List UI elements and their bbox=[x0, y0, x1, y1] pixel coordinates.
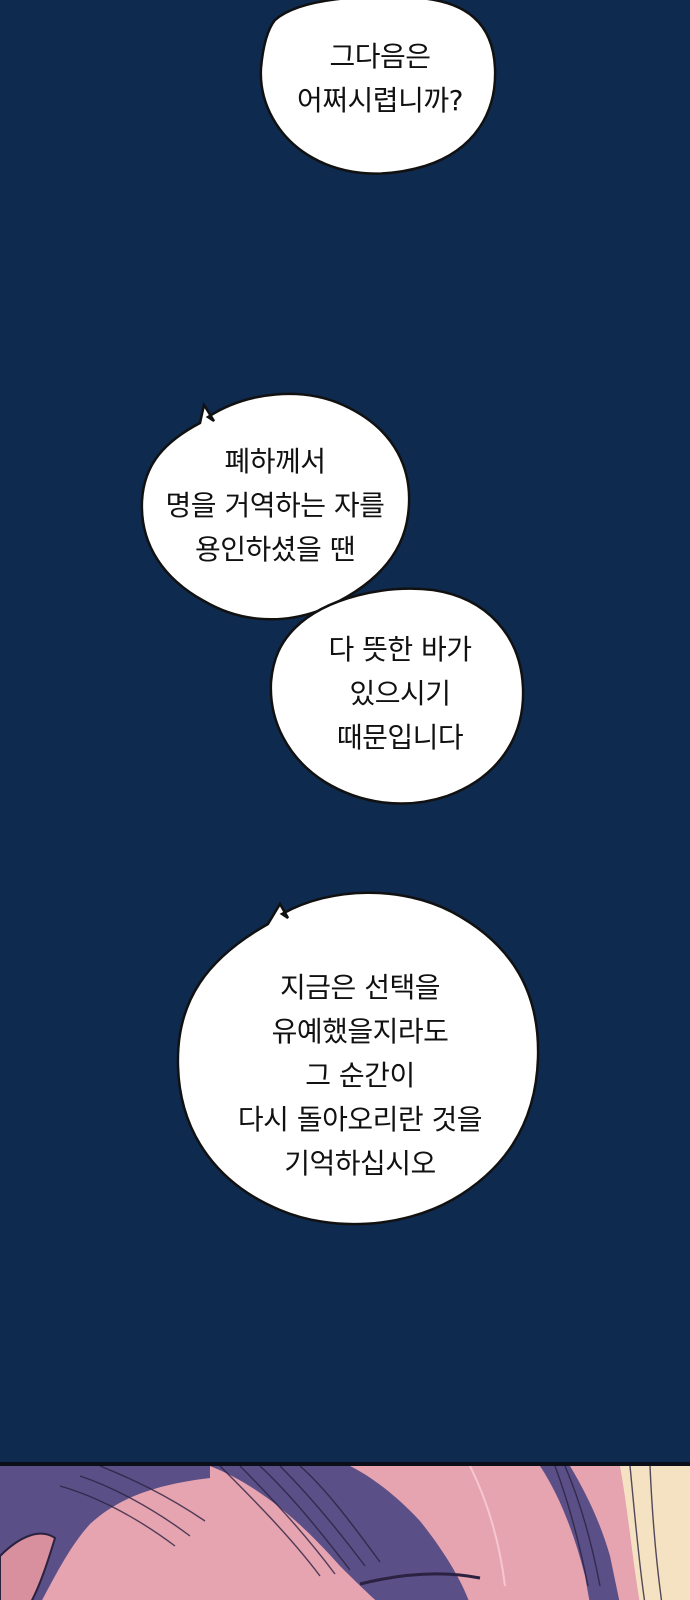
speech-text-4: 지금은 선택을 유예했을지라도 그 순간이 다시 돌아오리란 것을 기억하십시오 bbox=[200, 966, 520, 1186]
speech-line: 어쩌시렵니까? bbox=[297, 84, 463, 117]
speech-text-2: 폐하께서 명을 거역하는 자를 용인하셨을 땐 bbox=[150, 440, 400, 572]
speech-bubble-4 bbox=[176, 891, 540, 1226]
speech-line: 그 순간이 bbox=[305, 1059, 415, 1092]
speech-line: 있으시기 bbox=[349, 677, 451, 710]
speech-line: 때문입니다 bbox=[336, 721, 464, 754]
speech-line: 폐하께서 bbox=[224, 445, 326, 478]
speech-text-1: 그다음은 어쩌시렵니까? bbox=[285, 35, 475, 123]
bottom-illustration bbox=[0, 1462, 690, 1600]
speech-line: 지금은 선택을 bbox=[280, 971, 440, 1004]
speech-line: 유예했을지라도 bbox=[271, 1015, 449, 1048]
character-closeup-art bbox=[0, 1466, 690, 1600]
speech-line: 그다음은 bbox=[329, 40, 431, 73]
speech-bubble-1 bbox=[259, 0, 497, 175]
speech-line: 다시 돌아오리란 것을 bbox=[237, 1103, 483, 1136]
speech-line: 다 뜻한 바가 bbox=[328, 633, 472, 666]
speech-text-3: 다 뜻한 바가 있으시기 때문입니다 bbox=[300, 628, 500, 760]
speech-line: 명을 거역하는 자를 bbox=[165, 489, 385, 522]
speech-bubble-3 bbox=[269, 587, 525, 805]
speech-line: 기억하십시오 bbox=[284, 1147, 436, 1180]
speech-line: 용인하셨을 땐 bbox=[195, 533, 355, 566]
